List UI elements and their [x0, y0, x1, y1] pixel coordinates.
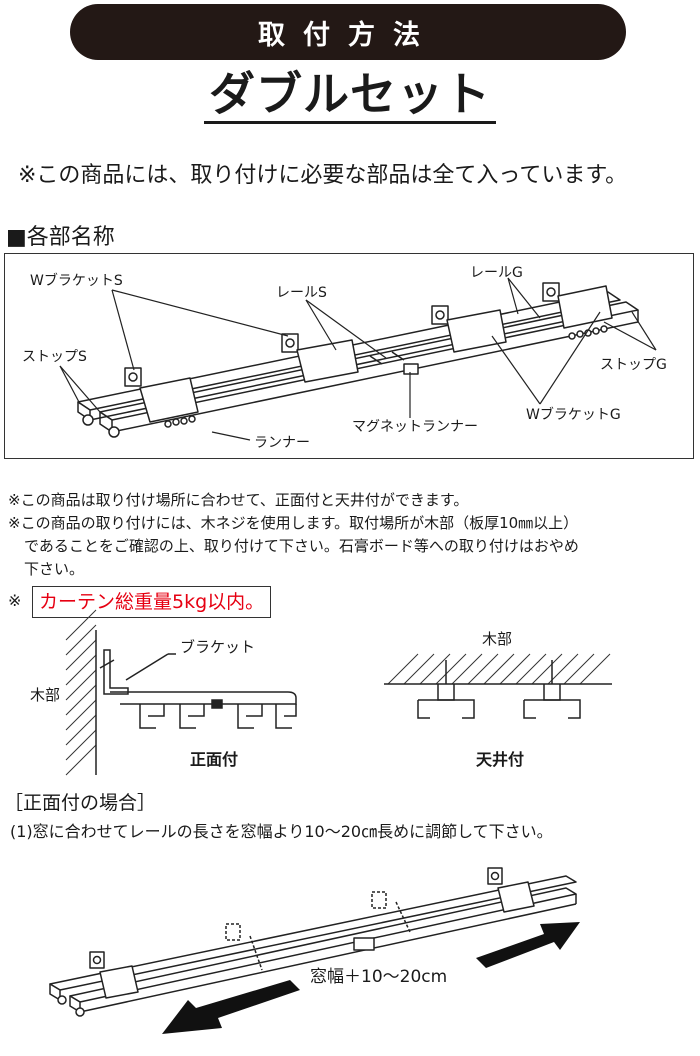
leader-lines — [59, 277, 657, 441]
caption-front-mount: 正面付 — [190, 750, 239, 769]
magnet-runner — [403, 363, 419, 375]
note-line-1: ※この商品は取り付け場所に合わせて、正面付と天井付ができます。 — [8, 491, 469, 509]
label-rail-g: レールG — [470, 265, 523, 281]
title-underline — [204, 121, 496, 124]
weight-warning: カーテン総重量5kg以内。 — [32, 586, 272, 618]
ceiling-mount-diagram — [384, 653, 612, 719]
label-w-bracket-g: WブラケットG — [526, 407, 621, 423]
dimension-label: 窓幅＋10〜20cm — [310, 967, 448, 987]
title-banner: 取付方法 — [70, 4, 626, 60]
front-mount-heading: ［正面付の場合］ — [4, 792, 157, 814]
bracket-g-right — [542, 282, 613, 329]
parts-diagram-frame — [4, 253, 694, 459]
front-mount-diagram — [65, 609, 297, 776]
front-install-diagram — [49, 867, 577, 1017]
label-stop-g: ストップG — [600, 357, 667, 373]
caption-ceiling-mount: 天井付 — [476, 750, 525, 769]
contents-notice: ※この商品には、取り付けに必要な部品は全て入っています。 — [18, 163, 628, 188]
warning-prefix: ※ — [8, 591, 22, 610]
label-magnet-runner: マグネットランナー — [352, 419, 478, 435]
label-w-bracket-s: WブラケットS — [30, 273, 123, 289]
runners — [82, 325, 608, 438]
note-line-3: であることをご確認の上、取り付けて下さい。石膏ボード等への取り付けはおやめ — [24, 537, 579, 555]
note-line-2: ※この商品の取り付けには、木ネジを使用します。取付場所が木部（板厚10㎜以上） — [8, 514, 579, 532]
bracket-s-mid — [281, 333, 359, 383]
page-title: ダブルセット — [209, 67, 491, 121]
note-line-4: 下さい。 — [24, 560, 85, 578]
parts-heading: ■各部名称 — [6, 225, 115, 250]
step-1: (1)窓に合わせてレールの長さを窓幅より10〜20㎝長めに調節して下さい。 — [10, 822, 553, 841]
bracket-s-left — [124, 367, 199, 423]
label-wood-front: 木部 — [30, 686, 61, 704]
arrow-right — [476, 922, 580, 968]
label-bracket: ブラケット — [180, 638, 256, 656]
parts-diagram — [59, 277, 657, 441]
banner-text: 取付方法 — [258, 19, 438, 51]
label-stop-s: ストップS — [22, 349, 87, 365]
label-wood-ceiling: 木部 — [482, 630, 513, 648]
bracket-g-mid — [431, 305, 507, 353]
label-runner: ランナー — [254, 435, 310, 451]
label-rail-s: レールS — [276, 285, 327, 301]
arrow-left — [162, 980, 300, 1034]
